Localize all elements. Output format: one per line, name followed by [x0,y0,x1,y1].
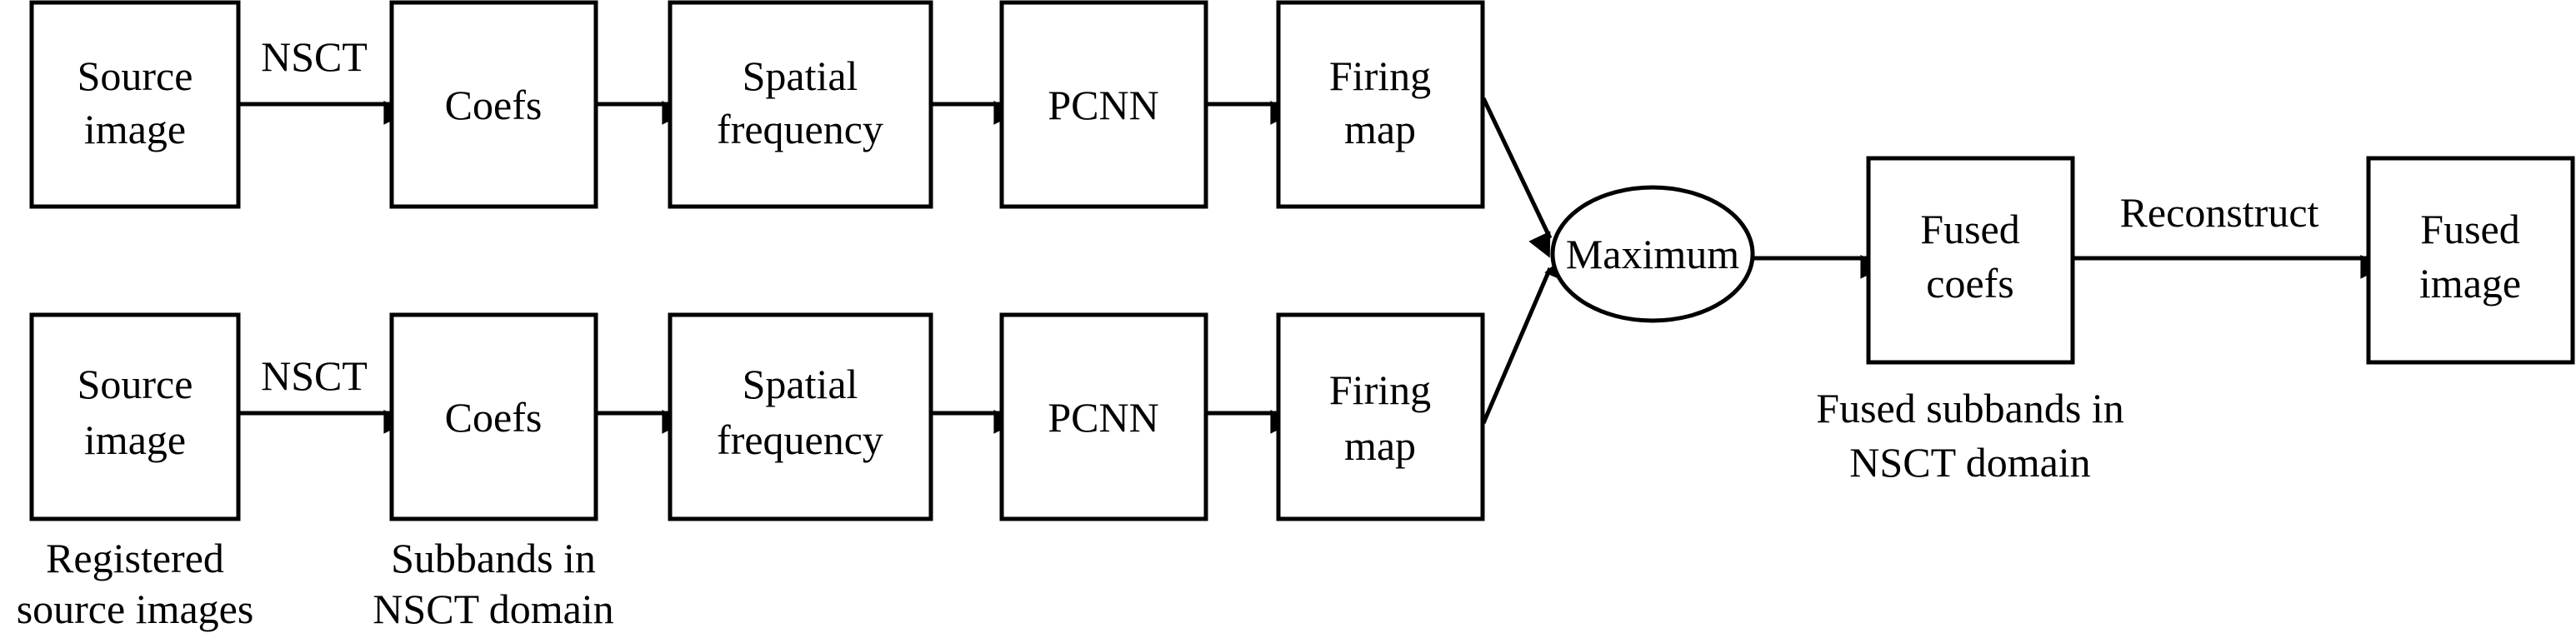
bottom-spatial-frequency-label-line1: Spatial [743,361,858,407]
fused-subbands-caption-line1: Fused subbands in [1816,385,2123,431]
bottom-spatial-frequency-box [668,312,933,521]
fused-coefs-label-line2: coefs [1926,260,2014,307]
bottom-source-image-label-line2: image [84,416,186,463]
fused-image-box [2366,156,2575,365]
fused-coefs-node: Fused coefs [1866,156,2075,365]
top-spatial-frequency-node: Spatial frequency [668,0,933,209]
reconstruct-label: Reconstruct [2120,189,2319,236]
registered-source-caption-line2: source images [17,586,254,632]
bottom-source-image-node: Source image [29,312,241,521]
top-coefs-node: Coefs [389,0,598,209]
bottom-source-image-box [29,312,241,521]
top-source-image-label-line2: image [84,106,186,152]
top-pcnn-node: PCNN [999,0,1208,209]
bottom-firing-map-node: Firing map [1276,312,1485,521]
top-coefs-label: Coefs [445,82,543,128]
fused-image-node: Fused image [2366,156,2575,365]
top-firing-map-node: Firing map [1276,0,1485,209]
bottom-firing-map-box [1276,312,1485,521]
bottom-coefs-label: Coefs [445,394,543,441]
top-spatial-frequency-box [668,0,933,209]
bottom-pcnn-label: PCNN [1048,394,1158,441]
top-pcnn-box [999,0,1208,209]
maximum-label: Maximum [1566,231,1739,277]
top-source-image-node: Source image [29,0,241,209]
bottom-coefs-box [389,312,598,521]
fused-coefs-label-line1: Fused [1920,206,2019,252]
bottom-firing-map-label-line2: map [1344,422,1416,469]
bottom-source-image-label-line1: Source [78,361,193,407]
top-source-image-label-line1: Source [78,52,193,99]
top-firing-map-box [1276,0,1485,209]
fused-image-label-line2: image [2419,260,2521,307]
top-firing-to-maximum-arrow [1481,97,1553,258]
captions: Registered source images Subbands in NSC… [17,385,2124,632]
bottom-spatial-frequency-label-line2: frequency [717,416,883,463]
fused-image-label-line1: Fused [2420,206,2519,252]
bottom-firing-to-maximum-arrow [1481,255,1567,424]
bottom-coefs-node: Coefs [389,312,598,521]
fused-coefs-box [1866,156,2075,365]
top-source-image-box [29,0,241,209]
top-row: Source image NSCT Coefs Spatial frequenc… [29,0,1485,209]
top-spatial-frequency-label-line1: Spatial [743,52,858,99]
bottom-row: Source image NSCT Coefs Spatial frequenc… [29,312,1485,521]
fused-subbands-caption-line2: NSCT domain [1849,439,2090,486]
maximum-ellipse [1550,185,1755,323]
bottom-spatial-frequency-node: Spatial frequency [668,312,933,521]
top-nsct-label: NSCT [261,33,368,80]
bottom-pcnn-node: PCNN [999,312,1208,521]
bottom-nsct-label: NSCT [261,352,368,399]
top-firing-map-label-line2: map [1344,106,1416,152]
top-firing-map-label-line1: Firing [1329,52,1431,99]
subbands-caption-line1: Subbands in [391,535,596,581]
bottom-firing-map-label-line1: Firing [1329,366,1431,413]
maximum-node: Maximum [1550,185,1755,323]
top-spatial-frequency-label-line2: frequency [717,106,883,152]
bottom-pcnn-box [999,312,1208,521]
subbands-caption-line2: NSCT domain [373,586,613,632]
registered-source-caption-line1: Registered [46,535,224,581]
top-pcnn-label: PCNN [1048,82,1158,128]
